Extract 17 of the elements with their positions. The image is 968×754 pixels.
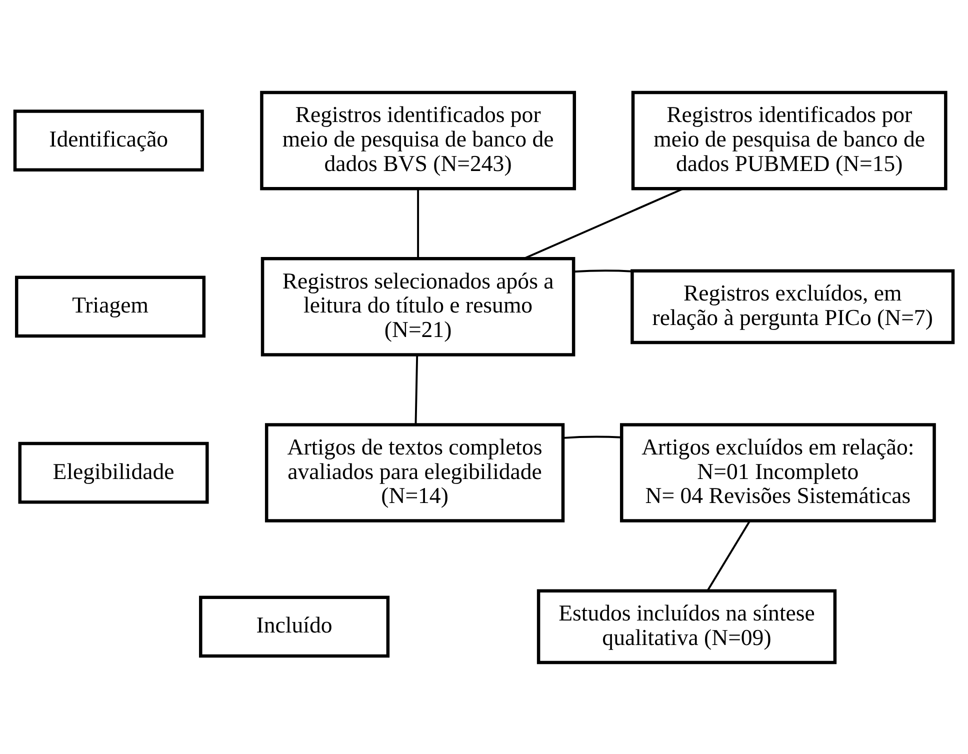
node-box: Registros selecionados após a leitura do título e resumo (N=21) (260, 256, 576, 356)
node-box: Incluído (199, 595, 390, 658)
node-box: Registros excluídos, em relação à pergunta PICo (N=7) (630, 268, 955, 344)
node-box: Elegibilidade (18, 441, 209, 504)
connector (414, 354, 418, 424)
node-box: Artigos de textos completos avaliados para elegibilidade (N=14) (264, 422, 565, 522)
node-box: Artigos excluídos em relação: N=01 Incompleto N= 04 Revisões Sistemáticas (620, 422, 936, 522)
node-box: Estudos incluídos na síntese qualitativa (N=09) (536, 588, 837, 664)
connector (524, 187, 684, 259)
connector (562, 435, 622, 438)
node-box: Registros identificados por meio de pesquisa de banco de dados PUBMED (N=15) (631, 90, 948, 190)
node-box: Triagem (15, 275, 206, 338)
node-box: Registros identificados por meio de pesquisa de banco de dados BVS (N=243) (260, 90, 576, 190)
connector (574, 269, 632, 272)
connector (706, 520, 751, 590)
node-box: Identificação (13, 109, 204, 171)
connector (417, 188, 420, 258)
